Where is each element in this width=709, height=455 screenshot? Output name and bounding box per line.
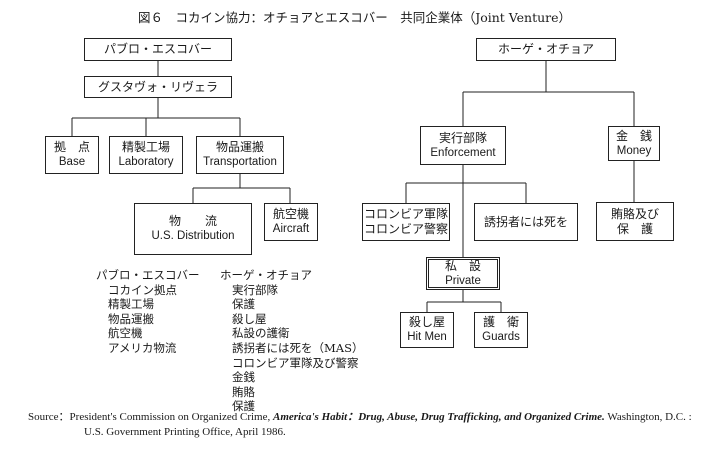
node-us-distribution: 物 流 U.S. Distribution [134, 203, 252, 255]
legend-item: 賄賂 [232, 384, 255, 399]
legend-item: 精製工場 [108, 297, 154, 312]
node-label-jp: 拠 点 [53, 140, 90, 155]
node-transportation: 物品運搬 Transportation [196, 136, 284, 174]
node-label-en: Aircraft [272, 223, 310, 236]
legend-item: アメリカ物流 [108, 340, 177, 355]
node-label-line2: コロンビア警察 [363, 222, 448, 236]
source-label: Source： [28, 411, 70, 423]
node-death-to-kidnappers: 誘拐者には死を [474, 203, 578, 241]
node-colombian-military-police: コロンビア軍隊 コロンビア警察 [362, 203, 450, 241]
node-label-line1: 賄賂及び [610, 206, 659, 221]
node-label: 誘拐者には死を [483, 214, 568, 229]
legend-item: コカイン拠点 [108, 282, 177, 297]
source-note: Source：President's Commission on Organiz… [28, 410, 700, 439]
node-aircraft: 航空機 Aircraft [264, 203, 318, 241]
node-label-jp: 私 設 [444, 258, 481, 273]
node-label-jp: 金 銭 [615, 128, 652, 143]
node-label-jp: 精製工場 [121, 140, 170, 155]
node-base: 拠 点 Base [45, 136, 99, 174]
node-jorge-ochoa: ホーゲ・オチョア [476, 38, 616, 61]
legend-ochoa: ホーゲ・オチョア 実行部隊 保護 殺し屋 私設の護衛 誘拐者には死を（MAS） … [220, 268, 363, 414]
node-label-en: Hit Men [407, 331, 447, 344]
legend-heading: パブロ・エスコバー [96, 268, 200, 282]
node-label-jp: 物 流 [168, 214, 217, 229]
node-label-en: Laboratory [118, 156, 174, 169]
node-bribery-protection: 賄賂及び 保 護 [596, 202, 674, 241]
legend-heading: ホーゲ・オチョア [220, 268, 312, 282]
source-work-title: America's Habit：Drug, Abuse, Drug Traffi… [272, 411, 605, 423]
node-label-en: Base [58, 156, 86, 169]
legend-item: 殺し屋 [232, 311, 267, 326]
source-line-2: U.S. Government Printing Office, April 1… [84, 425, 286, 438]
legend-item: 航空機 [108, 326, 143, 341]
node-hit-men: 殺し屋 Hit Men [400, 312, 454, 348]
source-suffix: Washington, D.C. : [604, 411, 692, 423]
figure-title: 図６ コカイン協力：オチョアとエスコバー 共同企業体（Joint Venture… [137, 10, 572, 25]
node-enforcement: 実行部隊 Enforcement [420, 126, 506, 165]
legend-item: 誘拐者には死を（MAS） [232, 340, 364, 355]
node-label-line2: 保 護 [616, 221, 653, 236]
source-line-1: Source：President's Commission on Organiz… [28, 410, 700, 425]
node-label-line1: コロンビア軍隊 [363, 207, 448, 221]
node-label-en: Transportation [203, 156, 277, 169]
legend-item: 金銭 [232, 370, 255, 385]
node-label: ホーゲ・オチョア [497, 42, 594, 56]
legend-item: 実行部隊 [232, 282, 278, 297]
source-prefix: President's Commission on Organized Crim… [69, 411, 273, 423]
legend-item: 私設の護衛 [232, 326, 290, 341]
legend-item: 保護 [232, 297, 255, 312]
node-laboratory: 精製工場 Laboratory [109, 136, 183, 174]
legend-escobar: パブロ・エスコバー コカイン拠点 精製工場 物品運搬 航空機 アメリカ物流 [96, 268, 200, 356]
node-label-jp: 実行部隊 [438, 130, 487, 145]
node-guards: 護 衛 Guards [474, 312, 528, 348]
node-label-en: U.S. Distribution [151, 230, 235, 243]
node-private: 私 設 Private [426, 257, 500, 290]
legend-item: 物品運搬 [108, 311, 154, 326]
node-label-en: Money [616, 144, 652, 157]
node-label-jp: 護 衛 [482, 315, 519, 330]
node-money: 金 銭 Money [608, 126, 660, 161]
node-label-en: Enforcement [430, 146, 496, 159]
node-gustavo-rivera: グスタヴォ・リヴェラ [84, 76, 232, 98]
legend-item: コロンビア軍隊及び警察 [232, 355, 359, 370]
node-label-jp: 殺し屋 [408, 315, 445, 330]
legend-item: 保護 [232, 399, 255, 414]
node-label-en: Guards [482, 331, 520, 344]
node-label: グスタヴォ・リヴェラ [97, 79, 218, 94]
node-label-jp: 航空機 [272, 207, 309, 222]
node-pablo-escobar: パブロ・エスコバー [84, 38, 232, 61]
node-label-jp: 物品運搬 [215, 140, 264, 155]
node-label-en: Private [445, 274, 481, 287]
node-label: パブロ・エスコバー [103, 42, 212, 56]
